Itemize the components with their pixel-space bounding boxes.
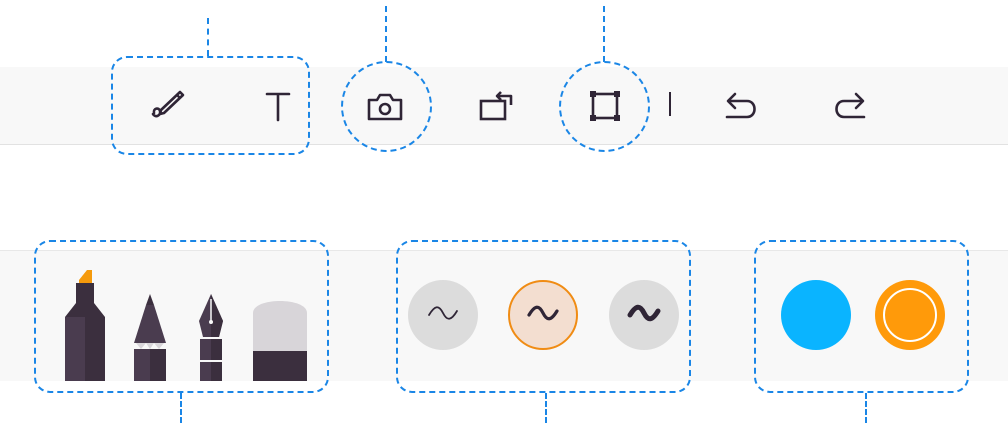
undo-button[interactable] — [716, 86, 764, 126]
camera-icon — [365, 89, 405, 123]
callout-pens-group — [34, 240, 329, 393]
rotate-button[interactable] — [473, 86, 519, 126]
marker-tool-button[interactable] — [62, 262, 108, 382]
undo-icon — [719, 89, 761, 123]
medium-stroke-icon — [525, 303, 561, 328]
callout-leader — [865, 393, 867, 423]
color-swatch-blue[interactable] — [781, 280, 851, 350]
redo-button[interactable] — [827, 86, 875, 126]
rotate-icon — [475, 88, 517, 124]
pen-tool-icon — [145, 88, 189, 124]
callout-leader — [180, 393, 182, 423]
fountain-pen-icon — [193, 291, 229, 381]
eraser-icon — [251, 293, 309, 381]
pencil-tool-button[interactable] — [131, 290, 169, 382]
thin-stroke-button[interactable] — [408, 280, 478, 350]
callout-crop — [559, 61, 650, 152]
camera-button[interactable] — [363, 86, 407, 126]
crop-button[interactable] — [583, 86, 627, 126]
callout-leader — [207, 18, 209, 56]
callout-stroke-group — [396, 240, 691, 393]
color-swatch-orange[interactable] — [875, 280, 945, 350]
draw-tool-button[interactable] — [143, 86, 191, 126]
toolbar-divider — [669, 92, 671, 116]
callout-draw-text-group — [111, 56, 310, 155]
callout-leader — [545, 393, 547, 423]
redo-icon — [830, 89, 872, 123]
callout-leader — [385, 6, 387, 62]
pencil-icon — [132, 291, 168, 381]
marker-icon — [63, 263, 107, 381]
crop-frame-icon — [586, 87, 624, 125]
medium-stroke-button[interactable] — [508, 280, 578, 350]
callout-camera — [341, 61, 432, 152]
eraser-tool-button[interactable] — [250, 292, 310, 382]
thick-stroke-button[interactable] — [609, 280, 679, 350]
callout-colors-group — [754, 240, 969, 393]
fountain-pen-tool-button[interactable] — [193, 290, 229, 382]
thick-stroke-icon — [626, 303, 662, 328]
text-tool-button[interactable] — [256, 86, 300, 126]
selected-ring — [883, 288, 937, 342]
thin-stroke-icon — [425, 303, 461, 328]
text-tool-icon — [260, 88, 296, 124]
callout-leader — [603, 6, 605, 62]
